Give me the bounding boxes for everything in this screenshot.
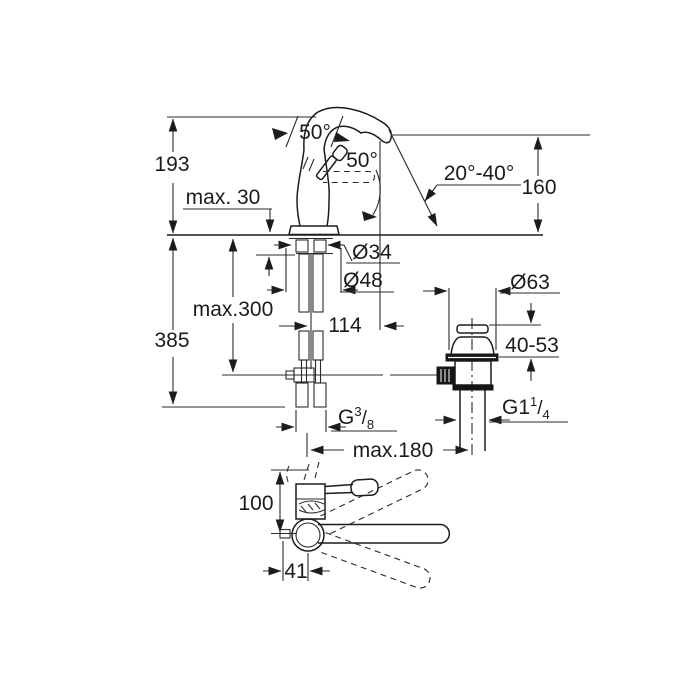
lever-alt-position [323, 170, 375, 184]
faucet-side-view [272, 106, 438, 330]
topview-spout-swivel-up [320, 469, 429, 535]
label-spout-reach: 114 [328, 314, 362, 337]
label-flange-dia: Ø63 [510, 271, 550, 294]
hose-braid-left [298, 253, 310, 313]
body-left-edge [296, 149, 305, 227]
topview-lever-knob [350, 478, 379, 497]
hose-tube-left [300, 359, 308, 384]
topview-lever-top [324, 483, 354, 488]
label-lever-offset: 41 [284, 560, 307, 583]
body-reflection-marks [302, 156, 315, 172]
topview-cartridge-arcs [298, 500, 325, 514]
hose-braid-right-lower [312, 330, 324, 361]
mounting-nut-left [295, 239, 309, 253]
base-escutcheon [288, 225, 340, 236]
swivel-angle-ticks [285, 115, 344, 148]
label-lever-angle: 50° [346, 149, 378, 172]
faucet-top-view: 100 41 [238, 461, 451, 589]
waste-rod-knob [436, 366, 456, 385]
dimensions-side-view: 193 max. 30 50° 50° 20°-40° 160 Ø34 Ø48 [154, 116, 590, 408]
hose-braid-right [312, 253, 324, 313]
label-total-height: 193 [154, 153, 189, 176]
label-supply-thread: G3/8 [338, 404, 374, 432]
label-swivel-angle: 50° [299, 121, 331, 144]
leader-o34 [343, 244, 353, 262]
topview-spout-swivel-down [318, 532, 431, 589]
mounting-nut-right [313, 239, 327, 253]
label-max-deck: max. 30 [186, 186, 261, 209]
label-head-depth: 100 [238, 492, 273, 515]
label-waste-thread: G11/4 [502, 394, 550, 422]
waste-body [454, 360, 492, 386]
label-max-depth: max.300 [193, 298, 274, 321]
label-hose-length: 385 [154, 329, 189, 352]
body-right-edge [323, 148, 330, 227]
label-base-dia: Ø48 [343, 269, 383, 292]
waste-plug-dome [450, 336, 495, 356]
topview-swivel-arc [286, 465, 290, 485]
dimensions-waste: Ø63 40-53 G11/4 G3/8 max.180 [276, 271, 568, 462]
waste-plug-cap [456, 324, 489, 334]
lever-knob [332, 144, 348, 162]
topview-spout-solid [318, 523, 451, 544]
topview-lever-alt-dashes [303, 461, 320, 481]
swivel-arrow-left [272, 128, 288, 140]
topview-spout-bearing-inner [295, 522, 321, 548]
label-plug-range: 40-53 [505, 334, 559, 357]
topview-hatch-marks [300, 502, 321, 513]
swivel-arrow-right [334, 132, 350, 142]
label-spout-height: 160 [521, 176, 556, 199]
lever-swing-arrow [362, 211, 377, 221]
leader-stream-arrow [424, 184, 438, 202]
topview-spout-bearing-outer [291, 518, 325, 552]
topview-lever-bottom [324, 491, 354, 495]
rod-coupling [293, 367, 315, 383]
stream-angle-line [388, 129, 438, 227]
spout-outline [303, 106, 393, 151]
pop-up-waste [436, 318, 499, 458]
hose-connector-left [295, 382, 309, 408]
hose-connector-right [313, 382, 327, 408]
label-stream-angle: 20°-40° [444, 162, 515, 185]
supply-hoses [222, 253, 437, 408]
hose-braid-left-lower [298, 330, 310, 361]
knob-knurling [440, 369, 450, 382]
label-max-rod: max.180 [353, 439, 434, 462]
waste-ring [452, 384, 494, 391]
label-shank-dia: Ø34 [352, 241, 392, 264]
hose-tube-right [314, 359, 322, 384]
